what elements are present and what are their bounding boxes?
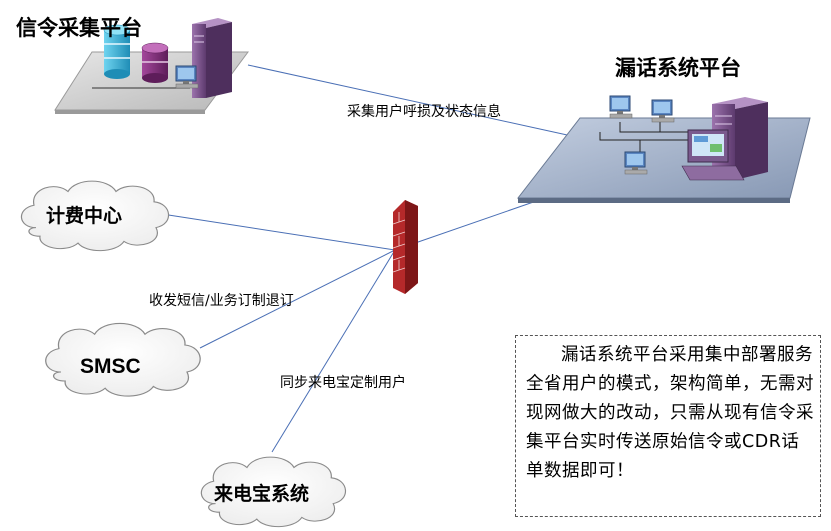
edge-label-sync: 同步来电宝定制用户	[280, 375, 406, 391]
note-box: 漏话系统平台采用集中部署服务全省用户的模式，架构简单，无需对现网做大的改动，只需…	[515, 335, 821, 517]
database-icon	[141, 42, 169, 83]
link-smsc-to-firewall	[199, 249, 396, 349]
note-text: 漏话系统平台采用集中部署服务全省用户的模式，架构简单，无需对现网做大的改动，只需…	[526, 345, 814, 481]
connection-lines	[161, 64, 591, 453]
smsc-label: SMSC	[80, 355, 141, 378]
collect-platform-diagram	[54, 18, 249, 114]
link-firewall-to-leak	[394, 197, 546, 251]
leak-platform-title: 漏话系统平台	[615, 56, 741, 80]
link-laidianbao-to-firewall	[271, 249, 396, 453]
monitor-icon	[681, 129, 745, 181]
workstation-icon	[624, 151, 648, 175]
billing-center-label: 计费中心	[46, 205, 123, 227]
workstation-icon	[609, 95, 633, 119]
collect-platform-title: 信令采集平台	[16, 16, 142, 40]
edge-label-sms: 收发短信/业务订制退订	[149, 293, 294, 309]
link-billing-to-firewall	[161, 213, 396, 251]
edge-label-collect: 采集用户呼损及状态信息	[347, 104, 501, 120]
firewall-icon	[392, 200, 418, 294]
workstation-icon	[175, 65, 199, 89]
link-collect-to-leak	[247, 64, 591, 141]
leak-platform-diagram	[516, 95, 811, 203]
laidianbao-label: 来电宝系统	[214, 483, 310, 505]
database-icon	[103, 24, 131, 79]
workstation-icon	[651, 99, 675, 123]
